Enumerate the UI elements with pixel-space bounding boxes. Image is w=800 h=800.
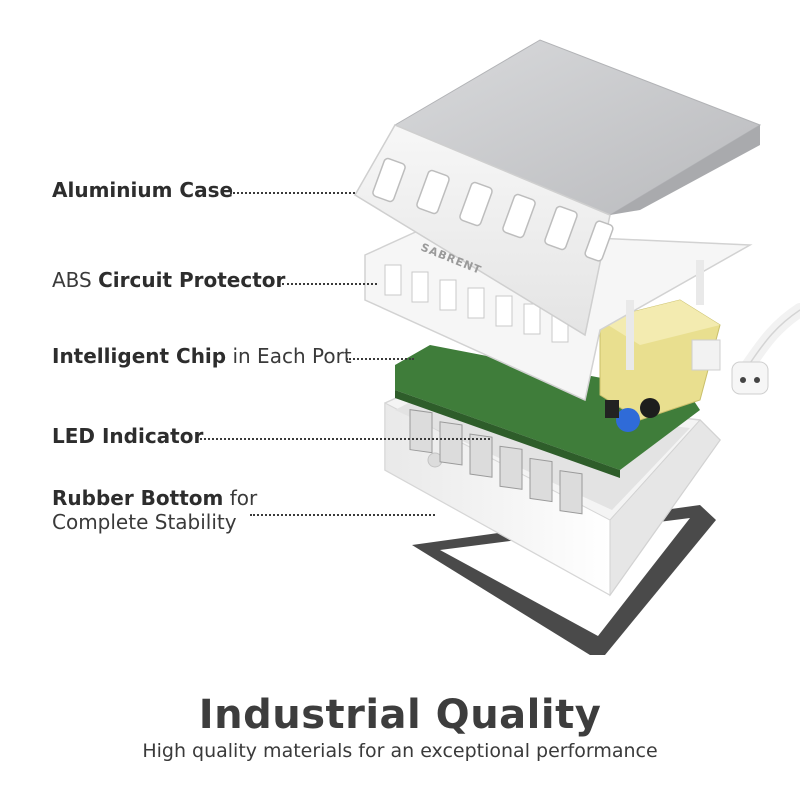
callout-bold: Circuit Protector <box>98 268 286 292</box>
callout-bold: Aluminium Case <box>52 178 234 202</box>
leader-line-aluminium-case <box>230 192 355 194</box>
leader-line-intelligent-chip <box>346 358 414 360</box>
callout-rubber-bottom-line2: Complete Stability <box>52 510 237 534</box>
power-cable <box>731 303 800 395</box>
callout-intelligent-chip: Intelligent Chip in Each Port <box>52 344 352 368</box>
callout-bold: Intelligent Chip <box>52 344 227 368</box>
callout-led-indicator: LED Indicator <box>52 424 203 448</box>
callout-bold: Rubber Bottom <box>52 486 224 510</box>
subheadline: High quality materials for an exceptiona… <box>142 740 658 762</box>
callout-line2: Complete Stability <box>52 510 237 534</box>
callout-light: for <box>223 486 258 510</box>
callout-rubber-bottom: Rubber Bottom for <box>52 486 257 510</box>
callout-circuit-protector: ABS Circuit Protector <box>52 268 285 292</box>
leader-line-circuit-protector <box>282 283 377 285</box>
leader-line-rubber-bottom <box>250 514 435 516</box>
callout-light-prefix: ABS <box>52 268 99 292</box>
callout-aluminium-case: Aluminium Case <box>52 178 233 202</box>
callout-bold: LED Indicator <box>52 424 204 448</box>
callout-light: in Each Port <box>226 344 352 368</box>
leader-line-led-indicator <box>200 438 490 440</box>
aluminium-case: SABRENT <box>353 39 762 337</box>
headline: Industrial Quality <box>198 692 602 738</box>
